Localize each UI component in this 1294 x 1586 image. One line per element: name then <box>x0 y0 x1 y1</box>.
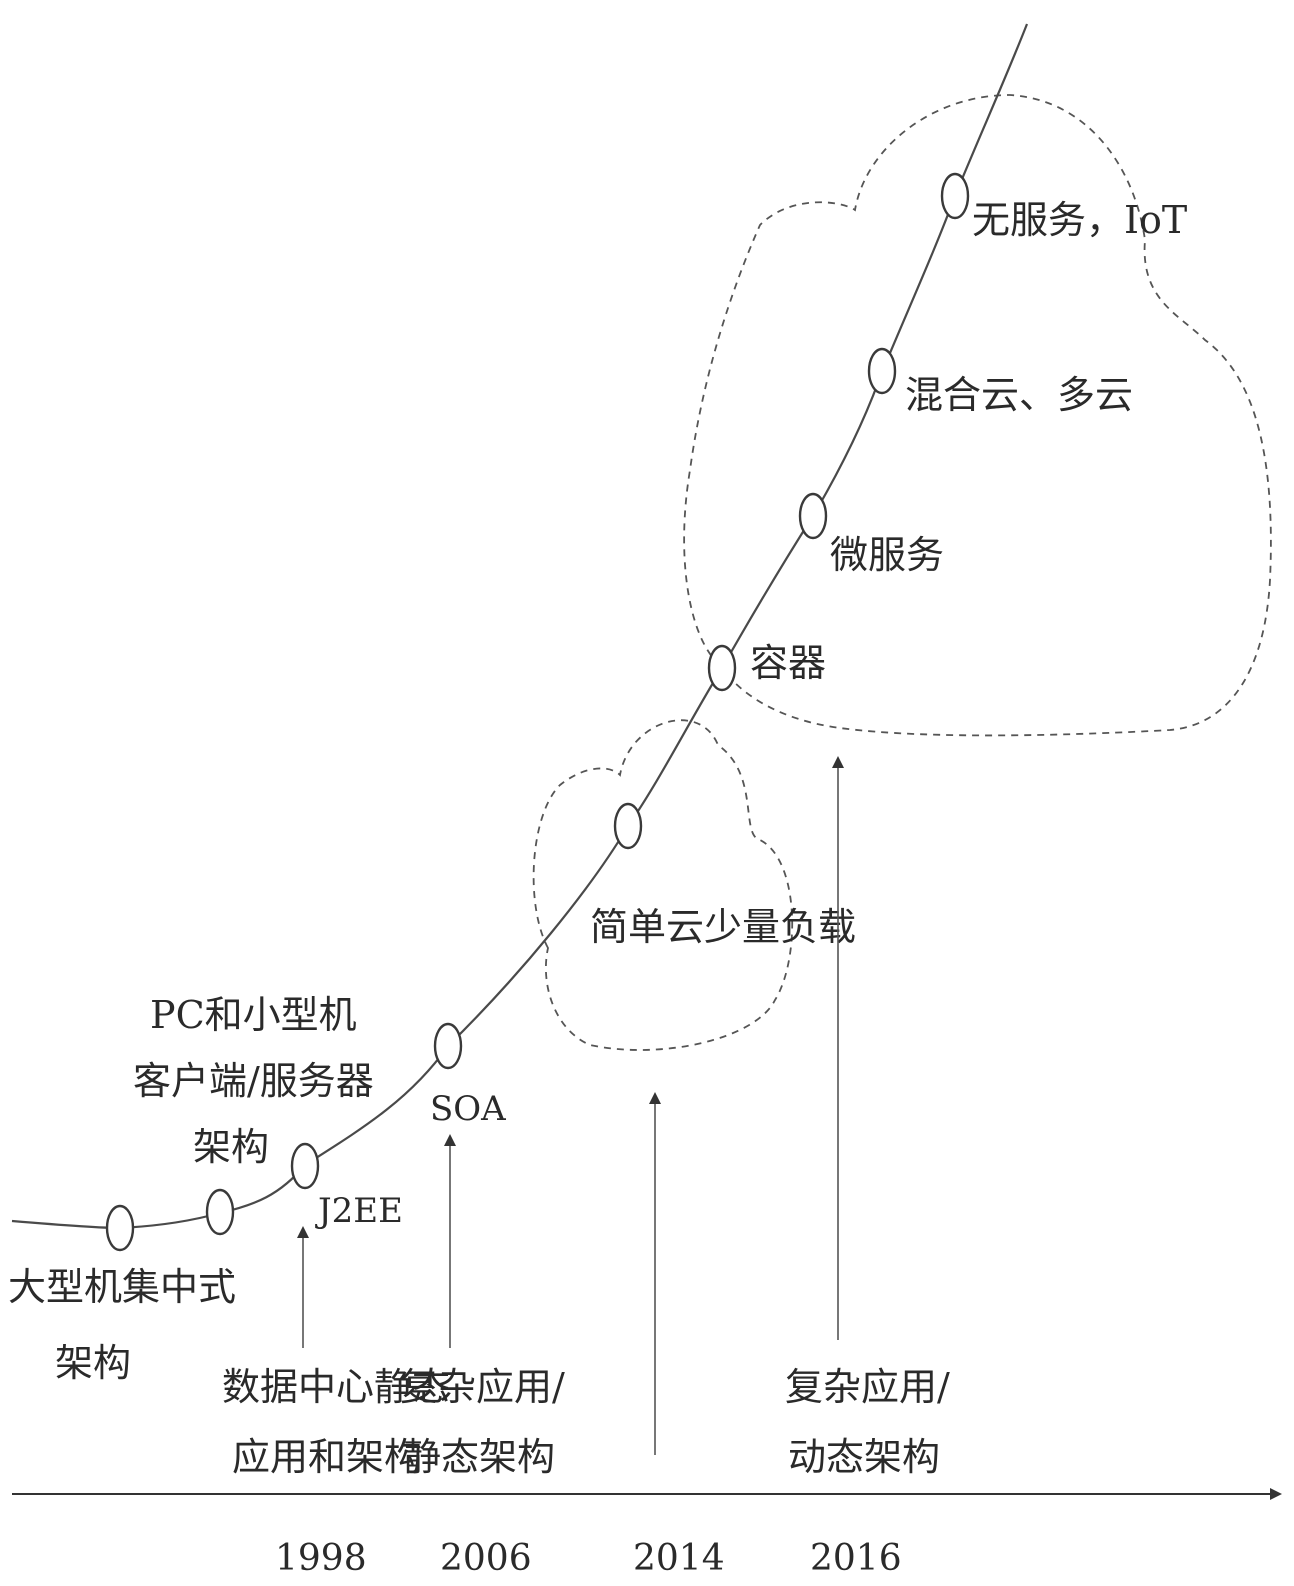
node-j2ee <box>290 1142 320 1190</box>
node-hybrid-cloud <box>867 347 897 395</box>
node-mainframe <box>105 1204 135 1252</box>
large-cloud-outline <box>683 94 1272 737</box>
label-soa: SOA <box>430 1089 506 1129</box>
label-mainframe-line2: 架构 <box>55 1341 131 1385</box>
label-pc-line1: PC和小型机 <box>150 993 357 1037</box>
node-simple-cloud <box>613 802 643 850</box>
driver-2006-line1: 复杂应用/ <box>400 1365 565 1409</box>
label-hybrid-cloud: 混合云、多云 <box>905 373 1133 417</box>
label-mainframe-line1: 大型机集中式 <box>8 1265 236 1309</box>
evolution-curve <box>11 23 1029 1230</box>
year-2006: 2006 <box>440 1538 532 1579</box>
label-pc-line3: 架构 <box>193 1125 269 1169</box>
year-2014: 2014 <box>633 1538 725 1579</box>
node-microservice <box>798 492 828 540</box>
node-pc <box>205 1188 235 1236</box>
year-2016: 2016 <box>810 1538 902 1579</box>
label-simple-cloud: 简单云少量负载 <box>590 905 856 949</box>
node-serverless <box>940 172 970 220</box>
driver-1998-line2: 应用和架构 <box>232 1435 422 1479</box>
label-pc-line2: 客户端/服务器 <box>133 1059 374 1103</box>
driver-1998-line1: 数据中心静态 <box>222 1365 450 1409</box>
node-soa <box>433 1022 463 1070</box>
year-1998: 1998 <box>275 1538 367 1579</box>
driver-2016-line2: 动态架构 <box>788 1435 940 1479</box>
label-microservice: 微服务 <box>830 533 944 577</box>
label-j2ee: J2EE <box>315 1191 403 1231</box>
driver-2006-line2: 静态架构 <box>403 1435 555 1479</box>
small-cloud-outline <box>532 719 794 1051</box>
label-container: 容器 <box>750 641 826 685</box>
driver-2016-line1: 复杂应用/ <box>785 1365 950 1409</box>
node-container <box>707 644 737 692</box>
label-serverless: 无服务，IoT <box>972 198 1187 242</box>
